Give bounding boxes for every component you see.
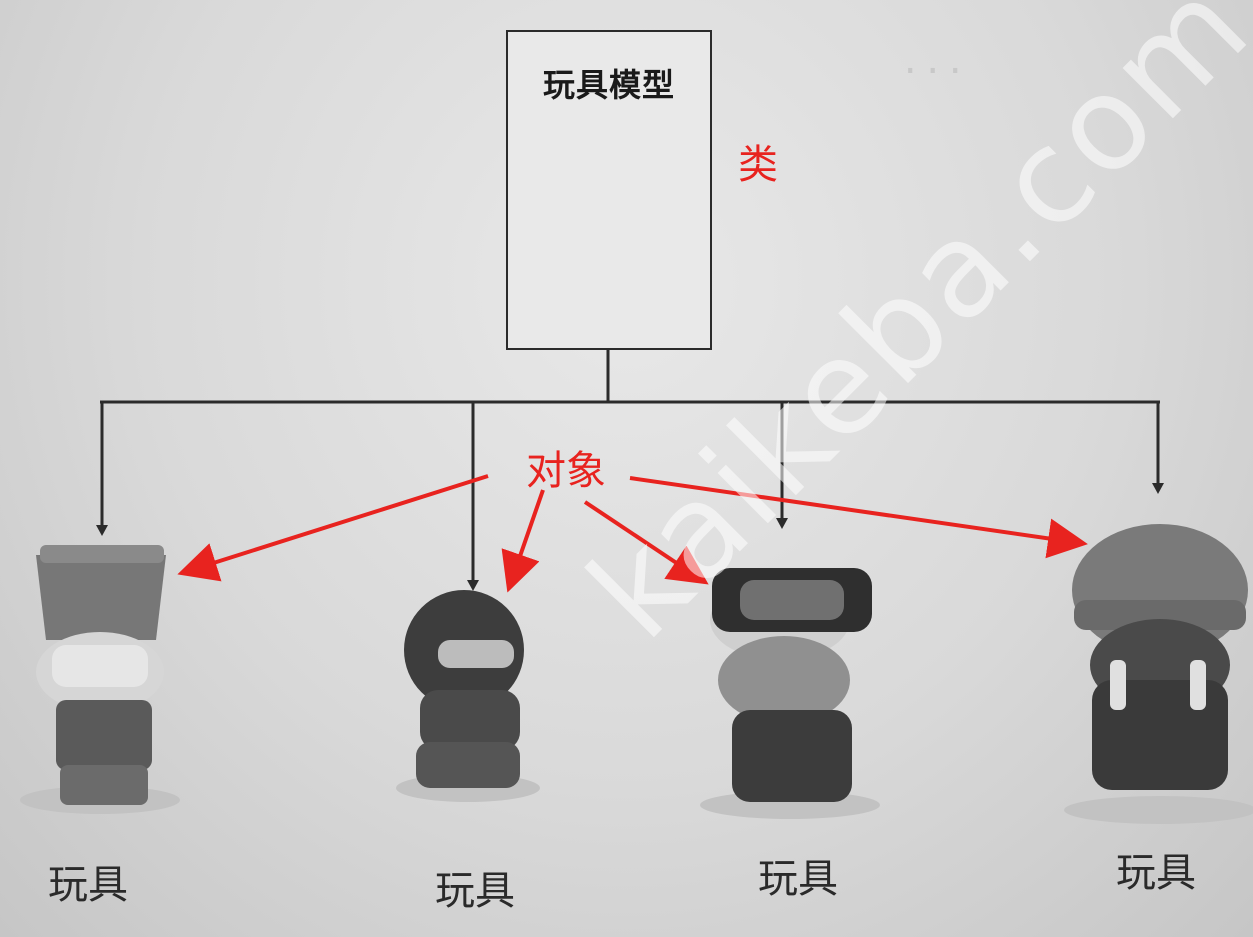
- object-arrow-1: [177, 474, 489, 582]
- class-box: 玩具模型: [506, 30, 712, 350]
- toy-label-4: 玩具: [1116, 850, 1196, 896]
- drop-arrowhead-1: [96, 525, 108, 536]
- object-arrow-2: [501, 489, 545, 593]
- toy-figure-1: [20, 545, 180, 814]
- object-arrow-4: [629, 476, 1088, 559]
- objects-label: 对象: [526, 448, 606, 494]
- toy-figure-4: [1064, 524, 1253, 824]
- ghost-text-1: ...: [900, 42, 968, 82]
- object-arrow-3: [583, 500, 709, 585]
- toy-label-3: 玩具: [758, 856, 838, 902]
- drop-arrowhead-4: [1152, 483, 1164, 494]
- object-arrows: [177, 474, 1088, 593]
- drop-arrowhead-2: [467, 580, 479, 591]
- class-label: 类: [738, 142, 778, 188]
- drop-arrowheads: [96, 483, 1164, 591]
- tree-connectors: [100, 350, 1160, 585]
- drop-arrowhead-3: [776, 518, 788, 529]
- toy-label-2: 玩具: [435, 868, 515, 914]
- toy-label-1: 玩具: [48, 862, 128, 908]
- toy-figure-3: [700, 568, 880, 819]
- class-box-title: 玩具模型: [542, 66, 675, 104]
- toy-figure-2: [396, 590, 540, 802]
